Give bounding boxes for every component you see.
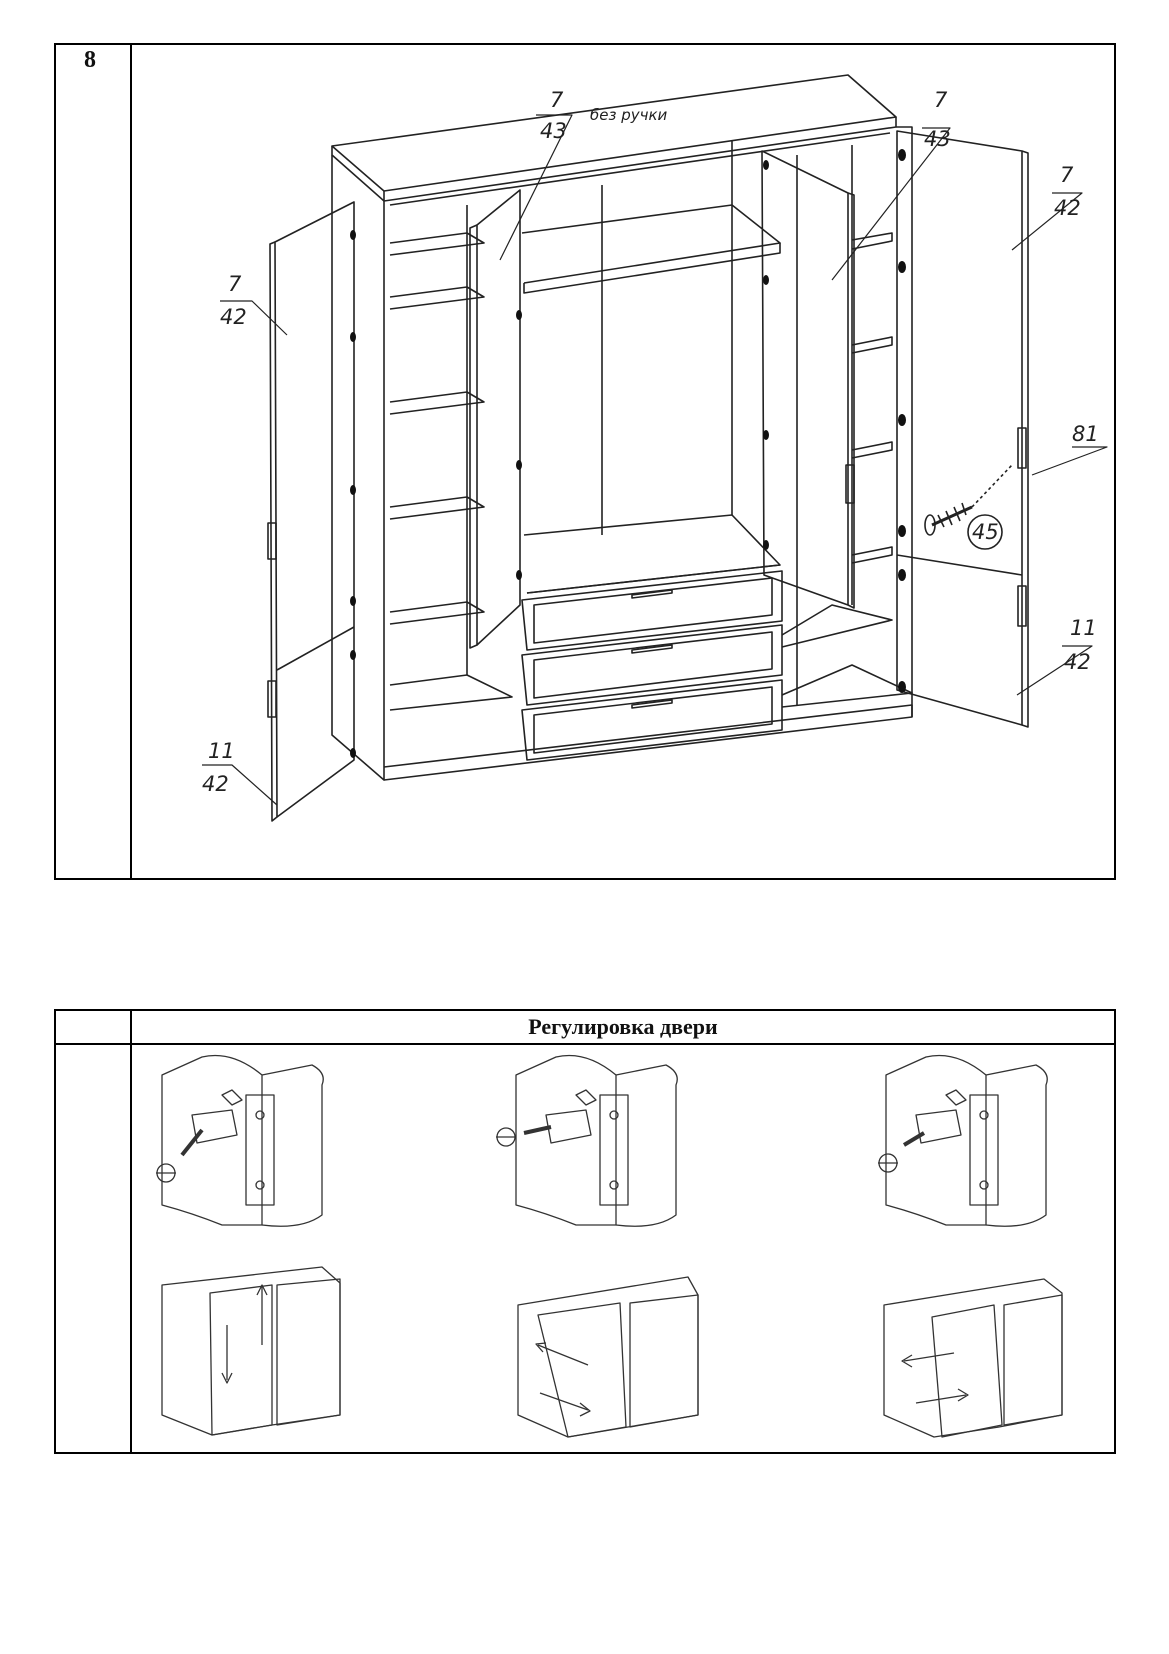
svg-text:42: 42	[202, 772, 229, 796]
cabinet-left-side	[331, 155, 385, 781]
callout-handle: 81	[1072, 422, 1099, 446]
adjustment-title: Регулировка двери	[528, 1014, 718, 1039]
svg-text:42: 42	[1054, 196, 1081, 220]
cabinet-right-side	[896, 126, 913, 717]
left-compartment-shelves	[389, 205, 513, 711]
callout-screw: 45	[972, 520, 999, 544]
svg-text:43: 43	[540, 119, 567, 143]
cabinet-vertical-adjustment	[161, 1266, 341, 1436]
svg-text:42: 42	[1064, 650, 1091, 674]
adjustment-left-column	[56, 1011, 132, 1452]
svg-text:7: 7	[934, 88, 948, 112]
adjustment-header-row	[56, 1011, 1114, 1045]
svg-text:11: 11	[208, 739, 235, 763]
door-adjustment-table: Регулировка двери	[54, 1009, 1116, 1454]
cabinet-depth-adjustment	[883, 1278, 1063, 1438]
hinge-adjustment-3	[878, 1054, 1048, 1227]
svg-text:11: 11	[1070, 616, 1097, 640]
svg-text:7: 7	[228, 272, 242, 296]
hinge-holes	[350, 149, 906, 758]
drawer-3	[521, 679, 783, 761]
svg-text:без ручки: без ручки	[590, 106, 668, 124]
cabinet-bottom-plinth	[383, 704, 913, 781]
drawer-1	[521, 570, 783, 651]
cabinet-horizontal-adjustment	[517, 1276, 699, 1438]
center-right-door	[761, 150, 855, 609]
svg-text:81: 81	[1072, 422, 1099, 446]
right-door	[896, 130, 1029, 728]
svg-text:45: 45	[972, 520, 999, 544]
screw-icon	[924, 464, 1013, 536]
svg-text:7: 7	[550, 88, 564, 112]
svg-text:43: 43	[924, 127, 951, 151]
right-compartment-shelves	[781, 145, 913, 708]
callout-door-center-right: 7 43	[924, 88, 951, 151]
center-left-door	[469, 189, 521, 649]
step-number: 8	[84, 47, 96, 73]
assembly-step-table: 8	[54, 43, 1116, 880]
callout-door-center-left: 7 43 без ручки	[540, 88, 668, 143]
step-number-column: 8	[56, 45, 132, 878]
drawer-stack	[521, 570, 783, 761]
callout-door-left-lower: 11 42	[202, 739, 235, 796]
screw-callout-circle	[967, 514, 1003, 550]
left-door	[267, 201, 355, 822]
callout-leaders	[202, 114, 1108, 806]
wardrobe-assembly-drawing: 7 42 11 42 7 43 без ручки 7 43 7 42 11 4…	[202, 74, 1108, 822]
callout-door-left-upper: 7 42	[220, 272, 247, 329]
hinge-adjustment-1	[156, 1054, 324, 1227]
center-compartment	[521, 140, 781, 594]
cabinet-top-panel	[331, 74, 897, 192]
svg-text:42: 42	[220, 305, 247, 329]
drawer-2	[521, 624, 783, 706]
callout-door-right-lower: 11 42	[1064, 616, 1097, 674]
hinge-adjustment-2	[496, 1054, 678, 1227]
callout-door-right-upper: 7 42	[1054, 163, 1081, 220]
svg-text:7: 7	[1060, 163, 1074, 187]
door-adjustment-drawing	[156, 1054, 1063, 1438]
